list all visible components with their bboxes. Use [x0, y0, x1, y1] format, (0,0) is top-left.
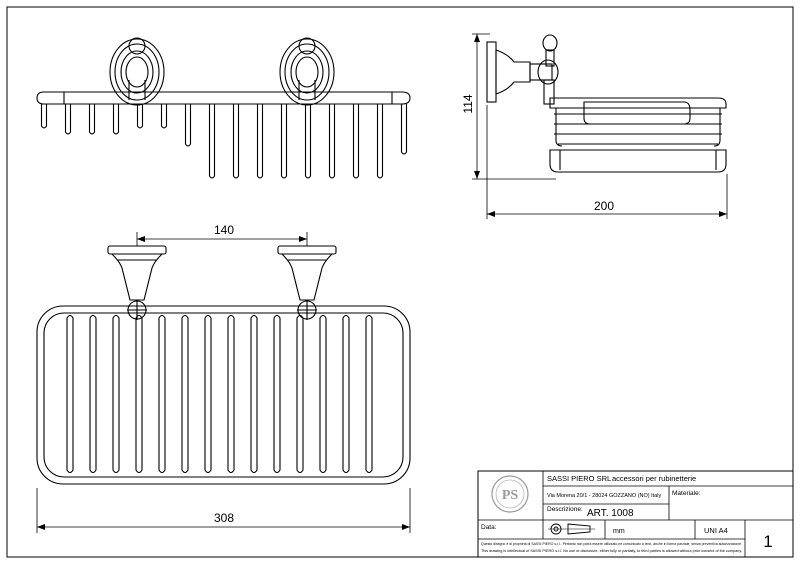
front-wire-bar	[160, 104, 168, 129]
projection-symbol-icon	[548, 523, 595, 535]
dimension-fixing-distance: 140	[136, 223, 308, 246]
top-wire-bar	[296, 314, 304, 474]
top-wire-bar	[227, 314, 235, 474]
dimension-fixing-distance-label: 140	[214, 223, 234, 237]
front-wire-bars	[40, 104, 408, 179]
disclaimer-italian: Questo disegno è di proprietà di SASSI P…	[481, 542, 742, 546]
front-wire-bar	[88, 104, 96, 135]
side-view	[486, 34, 727, 173]
description-label: Descrizione:	[547, 506, 583, 513]
front-wire-bar	[280, 104, 288, 179]
top-basket-frame	[36, 305, 411, 485]
front-wire-bar	[256, 104, 264, 179]
dimension-width-label: 308	[214, 511, 234, 525]
front-wire-bar	[328, 104, 336, 179]
top-view: 140	[36, 223, 411, 533]
front-view	[36, 37, 411, 179]
top-bracket-right	[277, 245, 337, 320]
top-wire-bar	[365, 314, 373, 474]
title-block: PS SASSI PIERO SRL accessori per rubinet…	[477, 470, 794, 558]
sheet-border	[6, 6, 794, 558]
units-label: mm	[613, 528, 625, 535]
company-tagline: accessori per rubinetterie	[612, 474, 696, 483]
company-logo: PS	[491, 475, 529, 513]
side-basket-top	[549, 97, 727, 109]
company-address: Via Morena 20/1 - 28024 GOZZANO (NO) Ita…	[547, 493, 661, 499]
paper-format: UNI A4	[704, 526, 728, 535]
front-wire-bar	[304, 104, 312, 179]
front-wire-bar	[64, 104, 72, 135]
svg-text:PS: PS	[502, 488, 519, 503]
material-label: Materiale:	[672, 490, 701, 497]
top-bracket-left	[107, 245, 167, 320]
dimension-height-label: 114	[461, 94, 475, 113]
top-wire-bar	[319, 314, 327, 474]
front-wire-bar	[136, 104, 144, 129]
article-number: ART. 1008	[587, 508, 634, 519]
front-wire-bar	[40, 104, 48, 129]
front-wire-bar	[352, 104, 360, 179]
date-label: Data:	[481, 524, 497, 531]
top-wire-bar	[135, 314, 143, 474]
top-wire-bar	[250, 314, 258, 474]
front-wire-bar	[400, 104, 408, 155]
dimension-width: 308	[36, 488, 411, 533]
front-rosette-left	[109, 37, 165, 106]
dimension-depth: 200	[486, 105, 728, 219]
sheet-number: 1	[763, 532, 772, 551]
dimension-height: 114	[461, 33, 556, 180]
front-wire-bar	[232, 104, 240, 179]
front-wire-bar	[112, 104, 120, 135]
top-wire-bar	[158, 314, 166, 474]
company-name: SASSI PIERO SRL	[547, 474, 611, 483]
front-top-rail	[36, 91, 411, 105]
top-wire-bar	[112, 314, 120, 474]
front-rosette-right	[279, 37, 335, 106]
disclaimer-english: This drawing is intellectual of SASSI PI…	[481, 549, 742, 553]
side-basket-bottom	[549, 149, 727, 173]
top-wire-bar	[89, 314, 97, 474]
top-wire-bar	[204, 314, 212, 474]
front-wire-bar	[208, 104, 216, 179]
top-wire-bar	[181, 314, 189, 474]
dimension-depth-label: 200	[594, 199, 614, 213]
side-bracket	[495, 49, 531, 95]
side-wall-plate	[486, 41, 497, 103]
top-wire-bar	[342, 314, 350, 474]
front-wire-bar	[376, 104, 384, 179]
top-wire-bar	[66, 314, 74, 474]
front-wire-bar	[184, 104, 192, 147]
top-wire-bar	[273, 314, 281, 474]
top-wire-bars	[66, 314, 373, 474]
